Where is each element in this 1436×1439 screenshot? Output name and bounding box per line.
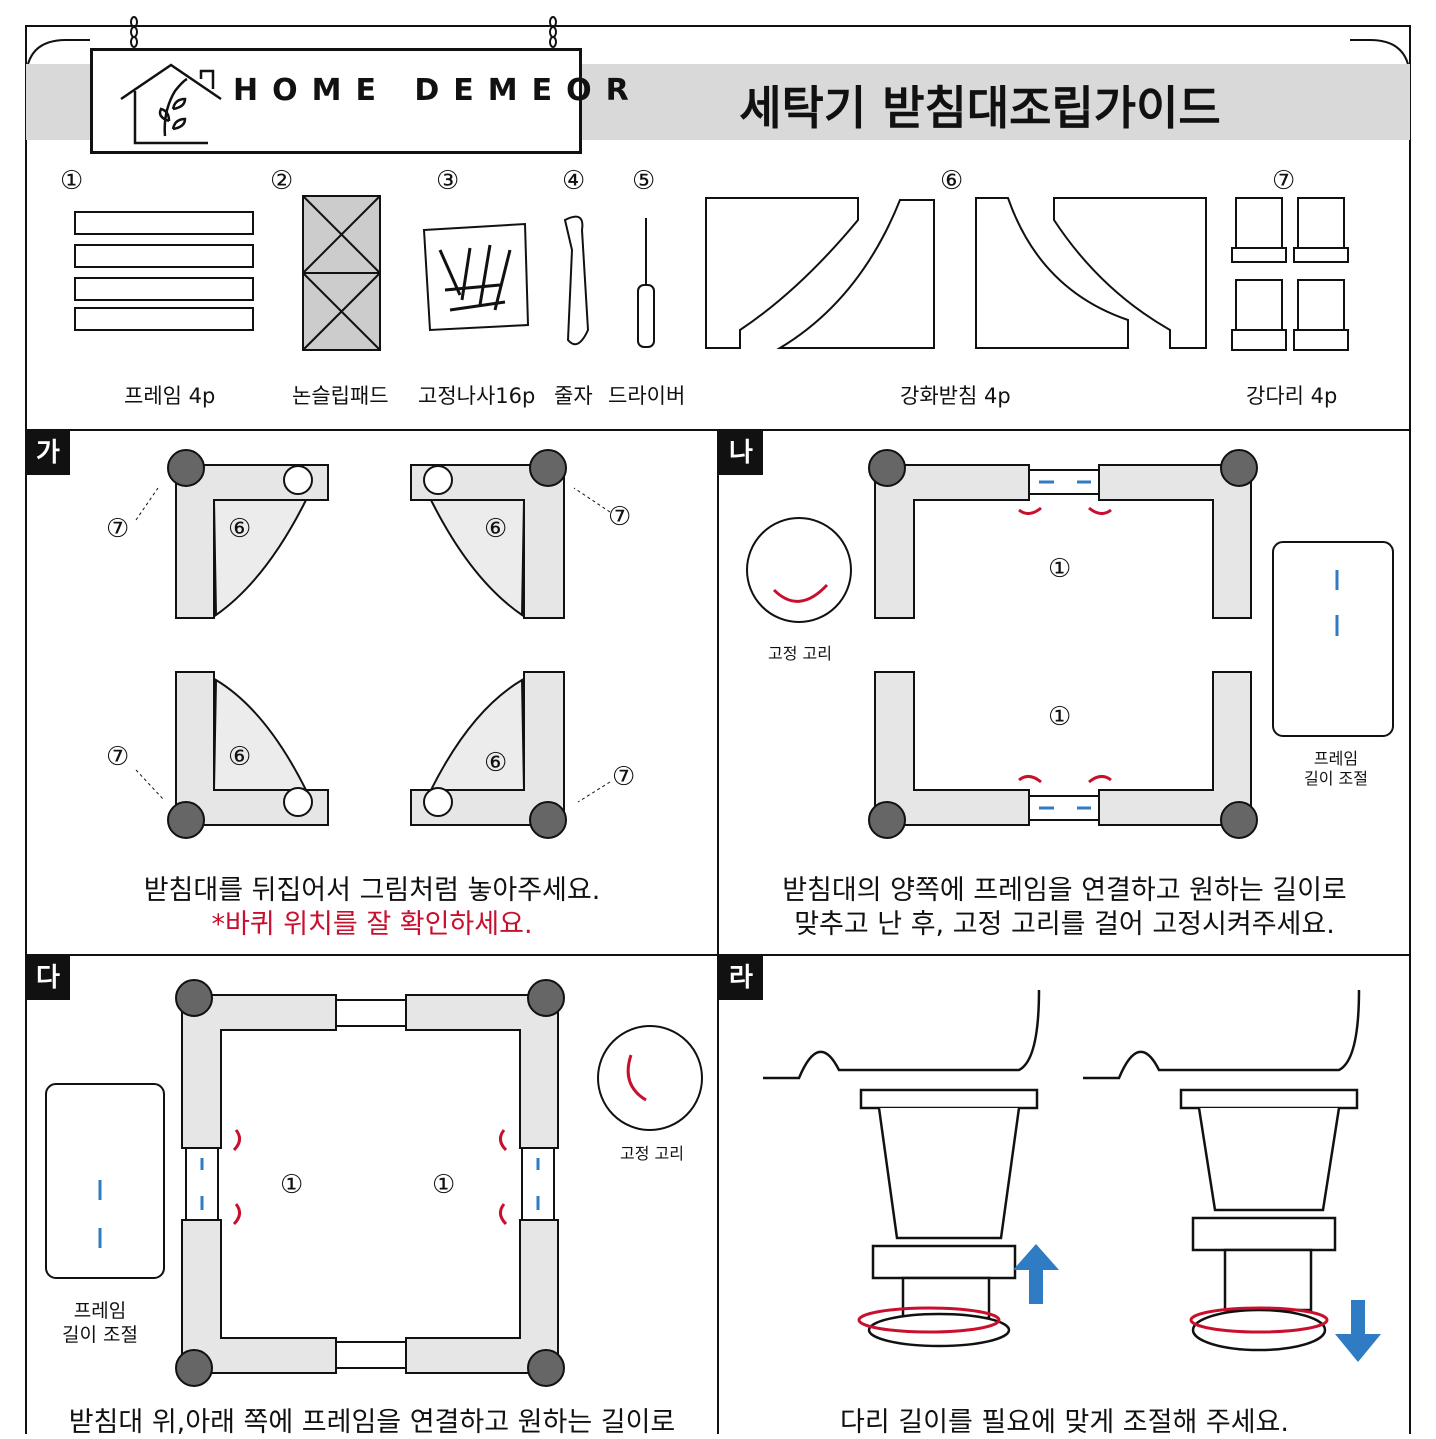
da-frame-label-2: 길이 조절 bbox=[62, 1324, 138, 1346]
step-tag-da: 다 bbox=[26, 956, 70, 1000]
part-number-5: ⑤ bbox=[632, 166, 656, 196]
frame-bar-icon bbox=[74, 211, 254, 235]
screw-bag-icon bbox=[422, 222, 530, 332]
na-hook-label: 고정 고리 bbox=[768, 644, 832, 663]
part-label-1: 프레임 4p bbox=[124, 384, 216, 408]
da-hook-label: 고정 고리 bbox=[620, 1144, 684, 1163]
step-na-caption-2: 맞추고 난 후, 고정 고리를 걸어 고정시켜주세요. bbox=[794, 909, 1335, 940]
step-da-illustration bbox=[45, 979, 703, 1387]
ga-plate-mark-1: ⑥ bbox=[228, 514, 252, 544]
step-ra-illustration bbox=[763, 989, 1381, 1362]
house-logo-icon bbox=[120, 63, 222, 145]
step-tag-ga: 가 bbox=[26, 431, 70, 475]
step-ga-illustration bbox=[135, 449, 611, 839]
part-number-6: ⑥ bbox=[940, 166, 964, 196]
step-na-illustration bbox=[746, 449, 1394, 839]
ga-leg-mark-2: ⑦ bbox=[608, 502, 632, 532]
part-number-7: ⑦ bbox=[1272, 166, 1296, 196]
part-label-6: 강화받침 4p bbox=[900, 384, 1011, 408]
page-title: 세탁기 받침대조립가이드 bbox=[739, 81, 1221, 135]
na-frame-label-1: 프레임 bbox=[1313, 749, 1359, 768]
na-frame-label-2: 길이 조절 bbox=[1304, 769, 1368, 788]
part-label-2: 논슬립패드 bbox=[292, 384, 389, 408]
ga-plate-mark-4: ⑥ bbox=[484, 748, 508, 778]
step-tag-ra: 라 bbox=[719, 956, 763, 1000]
part-label-3: 고정나사16p bbox=[418, 384, 536, 408]
ga-leg-mark-3: ⑦ bbox=[106, 742, 130, 772]
part-label-7: 강다리 4p bbox=[1246, 384, 1338, 408]
chain-decoration bbox=[130, 16, 557, 48]
measuring-tape-icon bbox=[563, 215, 590, 346]
ga-leg-mark-1: ⑦ bbox=[106, 514, 130, 544]
step-ga-warning: *바퀴 위치를 잘 확인하세요. bbox=[211, 909, 533, 940]
step-da-caption: 받침대 위,아래 쪽에 프레임을 연결하고 원하는 길이로 bbox=[68, 1407, 676, 1438]
ga-plate-mark-3: ⑥ bbox=[228, 742, 252, 772]
parts-illustration bbox=[74, 195, 1349, 351]
leg-icon-group bbox=[1231, 197, 1349, 351]
part-number-1: ① bbox=[60, 166, 84, 196]
part-number-4: ④ bbox=[562, 166, 586, 196]
part-label-5: 드라이버 bbox=[608, 384, 686, 408]
da-frame-label-1: 프레임 bbox=[73, 1300, 127, 1322]
ga-leg-mark-4: ⑦ bbox=[612, 762, 636, 792]
part-number-3: ③ bbox=[436, 166, 460, 196]
plate-icon-1 bbox=[705, 197, 859, 349]
brand-logo-box: HOME DEMEOR bbox=[90, 48, 629, 154]
step-ra-caption: 다리 길이를 필요에 맞게 조절해 주세요. bbox=[840, 1407, 1289, 1438]
part-label-4: 줄자 bbox=[554, 384, 593, 408]
step-na-caption-1: 받침대의 양쪽에 프레임을 연결하고 원하는 길이로 bbox=[782, 875, 1347, 906]
na-frame-num-1: ① bbox=[1048, 554, 1072, 584]
part-number-2: ② bbox=[270, 166, 294, 196]
step-ga-caption: 받침대를 뒤집어서 그림처럼 놓아주세요. bbox=[143, 875, 601, 906]
da-frame-num-2: ① bbox=[432, 1170, 456, 1200]
da-frame-num-1: ① bbox=[280, 1170, 304, 1200]
na-frame-num-2: ① bbox=[1048, 702, 1072, 732]
ga-plate-mark-2: ⑥ bbox=[484, 514, 508, 544]
step-tag-na: 나 bbox=[719, 431, 763, 475]
brand-name: HOME DEMEOR bbox=[233, 73, 643, 108]
